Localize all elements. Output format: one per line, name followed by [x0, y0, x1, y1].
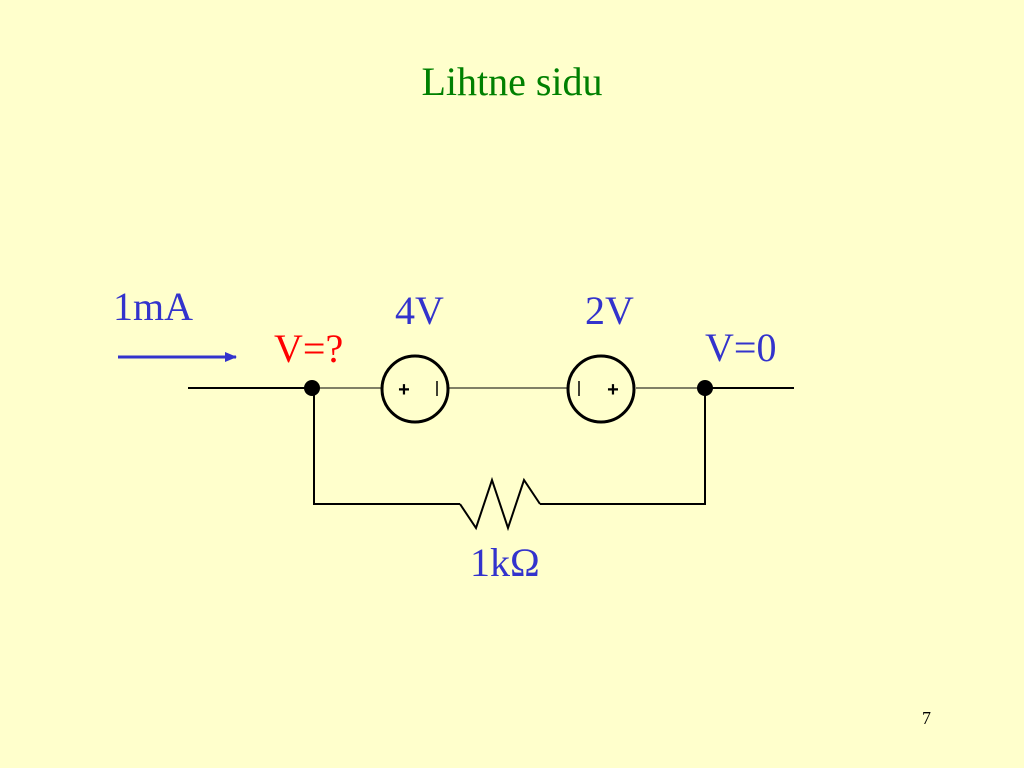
- source1-plus-symbol: +: [398, 379, 410, 401]
- slide-title: Lihtne sidu: [421, 59, 603, 104]
- node-right-voltage-label: V=0: [705, 325, 777, 370]
- voltage-source-2v: +: [566, 354, 636, 424]
- current-label: 1mA: [113, 284, 193, 329]
- node-left: [304, 380, 320, 396]
- node-left-voltage-label: V=?: [274, 326, 344, 371]
- resistor-branch-wire: [313, 388, 460, 505]
- source2-plus-symbol: +: [607, 379, 619, 401]
- page-number: 7: [922, 708, 931, 728]
- source1-label: 4V: [395, 288, 444, 333]
- source2-label: 2V: [585, 288, 634, 333]
- resistor-branch-wire-right: [540, 388, 706, 505]
- resistor-label: 1kΩ: [470, 540, 540, 585]
- voltage-source-4v: +: [380, 354, 450, 424]
- resistor-zigzag: [459, 476, 541, 532]
